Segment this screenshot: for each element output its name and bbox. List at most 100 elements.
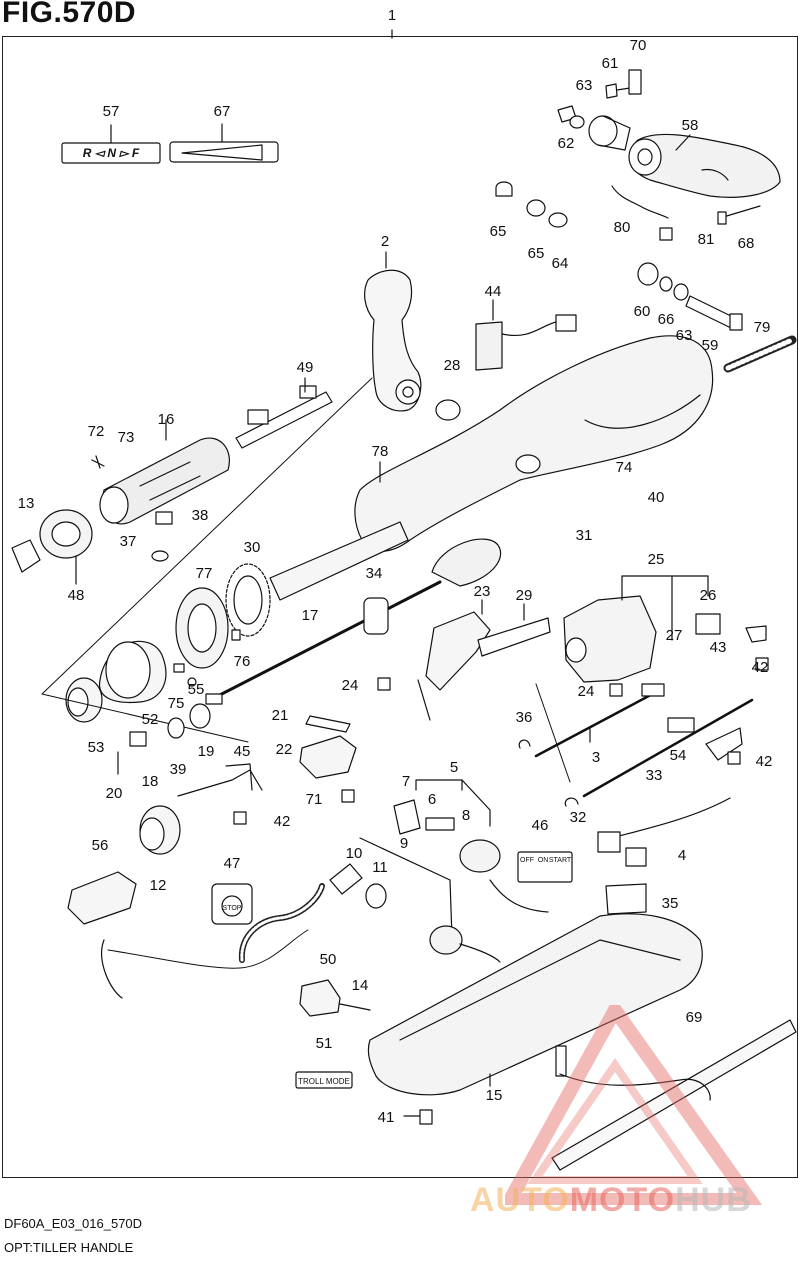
callout-48: 48	[68, 587, 85, 604]
shift-decal-text: R ◅ N ▻ F	[83, 146, 140, 160]
callout-7: 7	[402, 773, 410, 790]
inner-shaft	[269, 521, 409, 601]
callout-50: 50	[320, 951, 337, 968]
switch-start-text: START	[549, 857, 572, 864]
callout-3: 3	[592, 749, 600, 766]
callout-37: 37	[120, 533, 137, 550]
bolt-41	[403, 1109, 433, 1125]
callout-24: 24	[578, 683, 595, 700]
callout-2: 2	[381, 233, 389, 250]
callout-25: 25	[648, 551, 665, 568]
callout-69: 69	[686, 1009, 703, 1026]
callout-73: 73	[118, 429, 135, 446]
throttle-lever-2	[364, 251, 422, 412]
small-fasteners	[173, 629, 769, 825]
callout-16: 16	[158, 411, 175, 428]
callout-61: 61	[602, 55, 619, 72]
collar-53	[65, 677, 103, 723]
callout-58: 58	[682, 117, 699, 134]
callout-4: 4	[678, 847, 686, 864]
callout-54: 54	[670, 747, 687, 764]
watermark-logo	[505, 1005, 763, 1205]
bracket-43	[745, 625, 767, 643]
tiller-housing-78	[354, 335, 714, 552]
throttle-bracket-23	[417, 599, 551, 721]
callout-35: 35	[662, 895, 679, 912]
throttle-decal-67	[169, 123, 279, 163]
callout-38: 38	[192, 507, 209, 524]
link-21	[305, 715, 351, 733]
callout-60: 60	[634, 303, 651, 320]
callout-64: 64	[552, 255, 569, 272]
footer-code: DF60A_E03_016_570D	[4, 1216, 143, 1231]
switch-off-text: OFF	[520, 857, 534, 864]
friction-bolt-59	[637, 262, 743, 331]
stop-lanyard	[101, 863, 363, 999]
ring-11	[365, 883, 387, 909]
callout-33: 33	[646, 767, 663, 784]
shaft-collar-34	[363, 597, 389, 635]
callout-59: 59	[702, 337, 719, 354]
callout-75: 75	[168, 695, 185, 712]
callout-62: 62	[558, 135, 575, 152]
callout-15: 15	[486, 1087, 503, 1104]
callout-42: 42	[274, 813, 291, 830]
wiring-harness-4	[597, 797, 731, 867]
callout-19: 19	[198, 743, 215, 760]
troll-decal-51	[295, 1071, 353, 1089]
cable-bracket-54	[705, 727, 743, 761]
callout-36: 36	[516, 709, 533, 726]
callout-18: 18	[142, 773, 159, 790]
callout-63: 63	[676, 327, 693, 344]
spring-79	[723, 335, 797, 373]
harness-clip-49	[235, 377, 333, 449]
callout-76: 76	[234, 653, 251, 670]
switch-label-46	[517, 851, 573, 883]
throttle-cable-33	[582, 698, 754, 798]
callout-47: 47	[224, 855, 241, 872]
footer-caption: OPT:TILLER HANDLE	[4, 1240, 134, 1255]
stop-decal-47	[211, 883, 253, 925]
callout-10: 10	[346, 845, 363, 862]
callout-78: 78	[372, 443, 389, 460]
grommet-28	[435, 399, 461, 421]
callout-11: 11	[372, 859, 388, 876]
callout-8: 8	[462, 807, 470, 824]
callout-74: 74	[616, 459, 633, 476]
tiller-bracket-58	[628, 133, 781, 198]
friction-ring-30	[225, 563, 271, 637]
callout-28: 28	[444, 357, 461, 374]
callout-31: 31	[576, 527, 593, 544]
callout-43: 43	[710, 639, 727, 656]
screw-72	[91, 455, 105, 469]
callout-9: 9	[400, 835, 408, 852]
lever-rod-45	[177, 769, 263, 797]
callout-46: 46	[532, 817, 549, 834]
shift-mechanism-25	[563, 575, 709, 683]
screw-washer-37-38	[151, 511, 173, 562]
bracket-fasteners	[495, 69, 761, 241]
plate-26	[695, 613, 721, 635]
callout-67: 67	[214, 103, 231, 120]
callout-14: 14	[352, 977, 369, 994]
watermark-brand: AUTOMOTOHUB	[470, 1181, 752, 1220]
callout-24: 24	[342, 677, 359, 694]
switch-on-text: ON	[538, 857, 549, 864]
callout-66: 66	[658, 311, 675, 328]
knob-12	[139, 805, 181, 855]
tiller-arm-69	[551, 1019, 797, 1171]
callout-17: 17	[302, 607, 319, 624]
lever-22	[299, 735, 357, 779]
friction-plate-77	[175, 587, 229, 669]
watermark-auto: AUTO	[470, 1181, 570, 1219]
stop-decal-text: STOP	[223, 905, 242, 912]
callout-21: 21	[272, 707, 289, 724]
bracket-56	[67, 871, 137, 925]
callout-56: 56	[92, 837, 109, 854]
grip-housing-52	[98, 640, 167, 704]
kill-switch-9	[359, 837, 501, 963]
callout-41: 41	[378, 1109, 395, 1126]
lower-case-15	[367, 913, 703, 1096]
grip-cap-48	[11, 509, 93, 585]
